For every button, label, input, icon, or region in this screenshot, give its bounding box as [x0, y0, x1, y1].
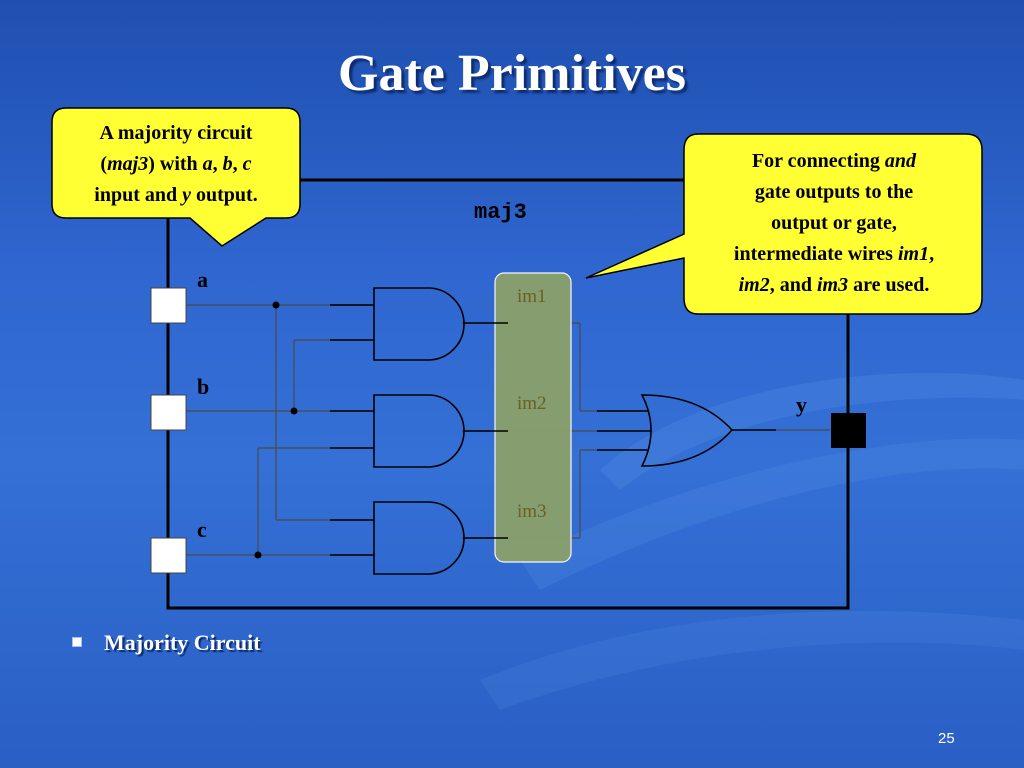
text-fragment: ,: [212, 153, 223, 175]
input-pin-b: [150, 394, 187, 431]
wire-label-im2: im2: [517, 393, 547, 414]
term-im3: im3: [816, 274, 849, 296]
callout-left-text: A majority circuit (maj3) with a, b, c i…: [56, 118, 296, 211]
term-im2: im2: [738, 274, 770, 296]
text-fragment: ) with: [148, 153, 203, 175]
junction-dot: [254, 551, 262, 559]
wire-label-im3: im3: [517, 501, 547, 522]
bullet-text: Majority Circuit: [104, 630, 261, 655]
term-c: c: [242, 153, 252, 175]
text-fragment: output.: [191, 184, 258, 206]
input-label-c: c: [197, 517, 207, 542]
bullet-square-icon: [72, 636, 82, 647]
input-pin-a: [150, 287, 187, 324]
text-fragment: ,: [232, 153, 243, 175]
input-label-b: b: [197, 374, 210, 399]
input-pin-c: [150, 537, 187, 574]
and-gate-3: [373, 501, 465, 575]
intermediate-wire-highlight: [494, 272, 572, 563]
and-gate-1: [373, 287, 465, 361]
text-fragment: are used.: [848, 274, 930, 296]
callout-left-bubble: [51, 107, 301, 247]
text-fragment: (: [100, 153, 108, 175]
text-fragment: For connecting: [751, 150, 885, 172]
term-b: b: [222, 153, 233, 175]
term-im1: im1: [897, 243, 930, 265]
or-gate: [640, 394, 734, 467]
slide-title: Gate Primitives: [338, 45, 686, 102]
maj3-term: maj3: [107, 153, 149, 175]
callout-right-line3: output or gate,: [771, 212, 897, 234]
callout-right-line2: gate outputs to the: [754, 181, 914, 203]
output-label-y: y: [796, 392, 807, 417]
output-pin-y: [831, 413, 866, 448]
page-number: 25: [938, 730, 955, 747]
and-gate-2: [373, 394, 465, 468]
callout-left-line1: A majority circuit: [99, 122, 253, 144]
term-and: and: [884, 150, 917, 172]
text-fragment: ,: [929, 243, 935, 265]
module-boundary: [166, 178, 850, 610]
text-fragment: , and: [769, 274, 817, 296]
term-y: y: [182, 184, 192, 206]
bullet-item: Majority Circuit: [72, 630, 261, 656]
callout-right-bubble: [585, 133, 983, 315]
module-name-label: maj3: [474, 200, 527, 225]
junction-dot: [272, 301, 280, 309]
term-a: a: [202, 153, 213, 175]
text-fragment: intermediate wires: [733, 243, 898, 265]
callout-right-text: For connecting and gate outputs to the o…: [690, 146, 978, 301]
junction-dot: [290, 407, 298, 415]
input-label-a: a: [197, 267, 208, 292]
text-fragment: input and: [94, 184, 183, 206]
wire-label-im1: im1: [517, 286, 547, 307]
